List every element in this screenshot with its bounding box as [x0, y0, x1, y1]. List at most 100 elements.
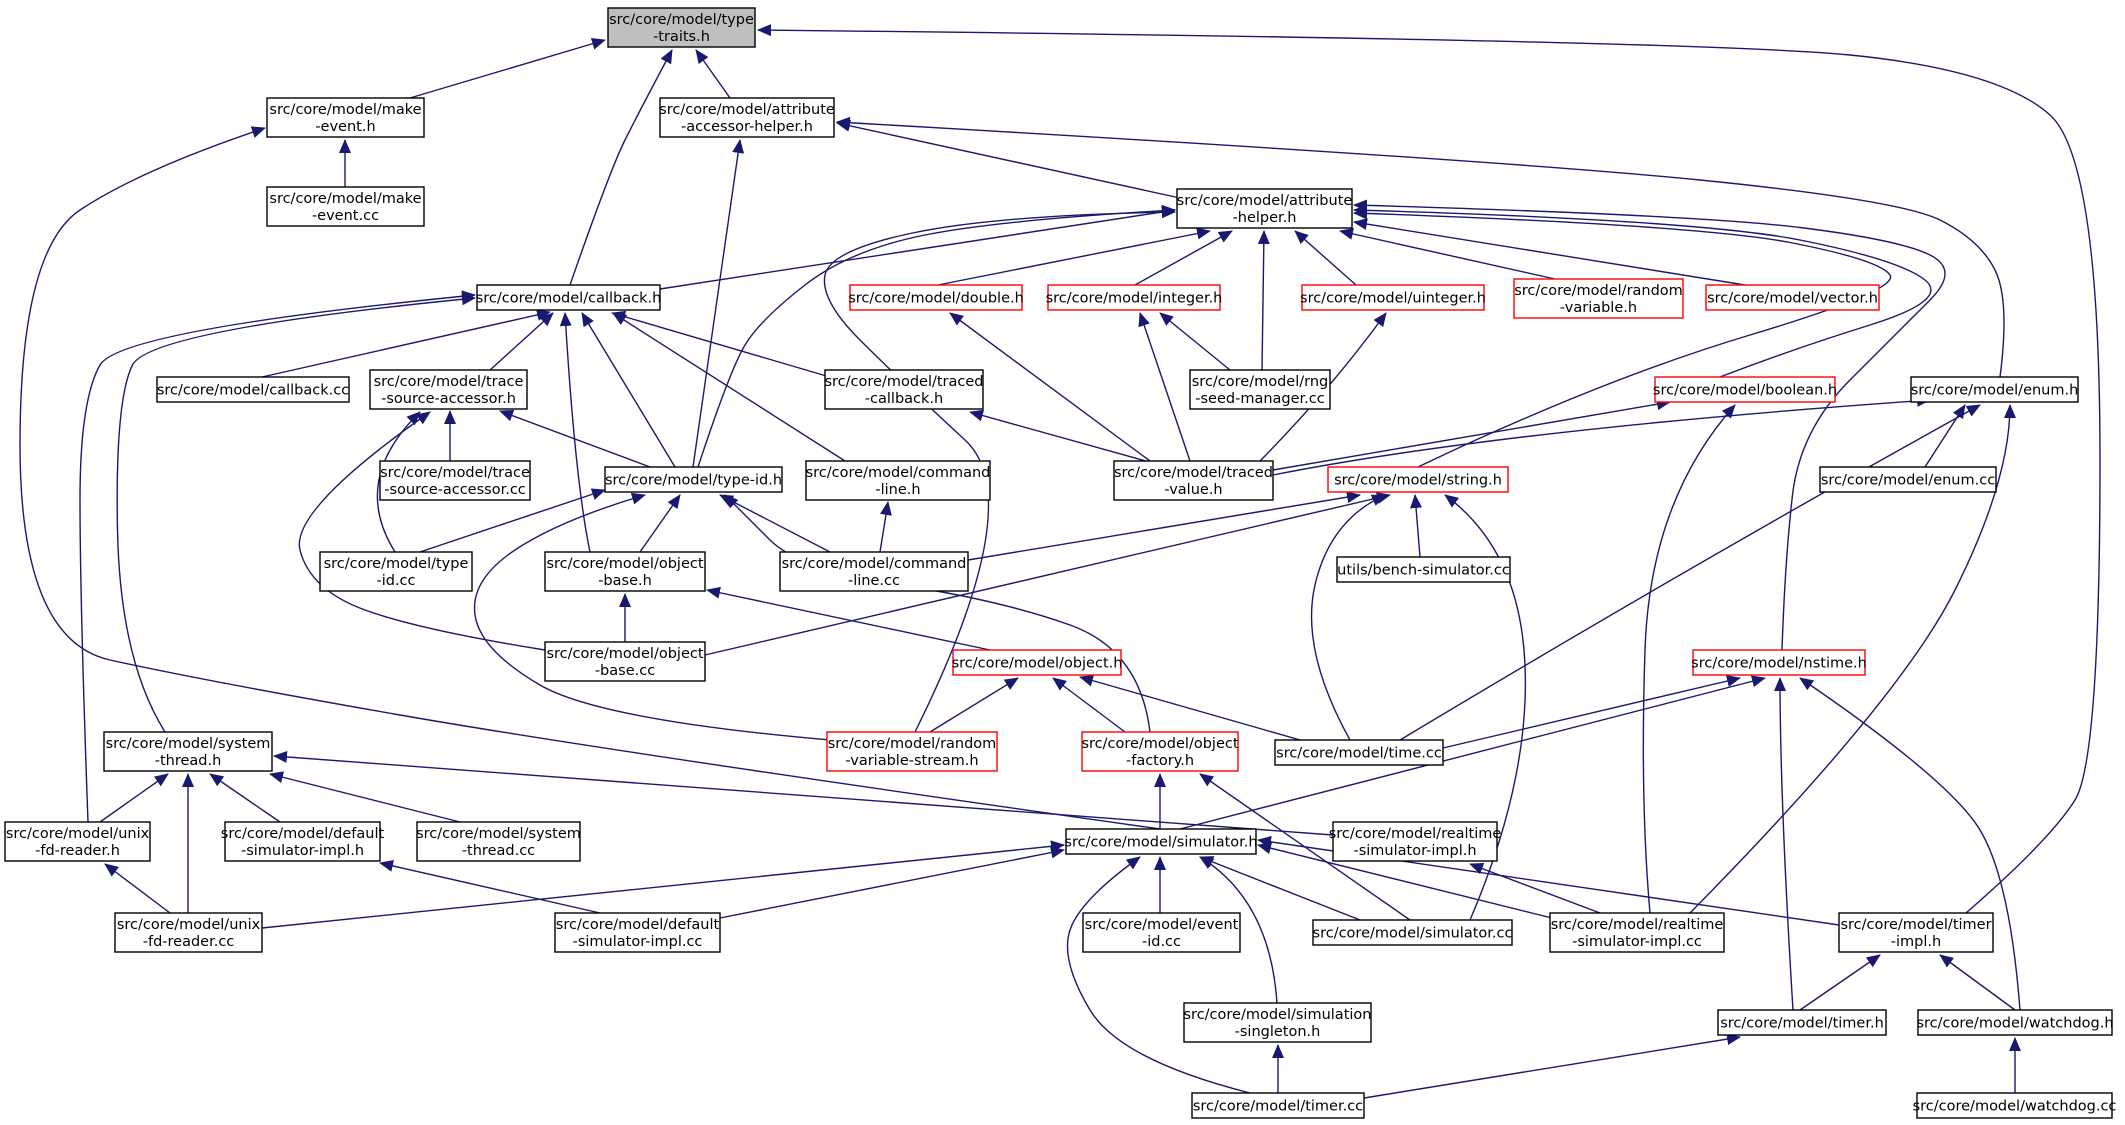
node-type-traits-h[interactable]: src/core/model/type-traits.h: [607, 7, 756, 48]
edge-line: [1272, 394, 1931, 476]
node-traced-callback-h[interactable]: src/core/model/traced-callback.h: [824, 369, 984, 410]
node-make-event-h[interactable]: src/core/model/make-event.h: [266, 97, 425, 138]
node-enum-cc[interactable]: src/core/model/enum.cc: [1819, 466, 1997, 493]
node-realtime-simulator-impl-cc[interactable]: src/core/model/realtime-simulator-impl.c…: [1549, 912, 1725, 953]
node-label-line: -traits.h: [653, 29, 710, 45]
node-label-line: src/core/model/type: [609, 12, 754, 28]
edge-line: [937, 227, 1211, 286]
node-callback-cc[interactable]: src/core/model/callback.cc: [156, 376, 350, 403]
node-label-line: src/core/model/callback.h: [476, 291, 662, 307]
node-label-line: -simulator-impl.cc: [573, 934, 703, 950]
edge-line: [1199, 856, 1278, 1004]
node-label-line: src/core/model/attribute: [659, 102, 835, 118]
node-box: [1916, 1092, 2113, 1119]
node-label-line: src/core/model/type: [324, 556, 469, 572]
edge-line: [1444, 494, 1527, 921]
node-box: [779, 551, 969, 592]
node-random-variable-h[interactable]: src/core/model/random-variable.h: [1513, 278, 1684, 319]
edge-command-line-h-to-callback-h: [612, 312, 846, 462]
node-type-id-cc[interactable]: src/core/model/type-id.cc: [319, 551, 473, 592]
node-make-event-cc[interactable]: src/core/model/make-event.cc: [266, 186, 425, 227]
node-command-line-cc[interactable]: src/core/model/command-line.cc: [779, 551, 969, 592]
node-enum-h[interactable]: src/core/model/enum.h: [1910, 376, 2079, 403]
node-traced-value-h[interactable]: src/core/model/traced-value.h: [1113, 460, 1274, 501]
edge-line: [499, 409, 651, 468]
node-label-line: -event.h: [315, 119, 375, 135]
node-trace-source-accessor-h[interactable]: src/core/model/trace-source-accessor.h: [369, 369, 528, 410]
node-callback-h[interactable]: src/core/model/callback.h: [476, 284, 662, 311]
edge-line: [823, 206, 1176, 733]
node-watchdog-h[interactable]: src/core/model/watchdog.h: [1916, 1009, 2114, 1036]
node-default-simulator-impl-h[interactable]: src/core/model/default-simulator-impl.h: [221, 821, 385, 862]
node-double-h[interactable]: src/core/model/double.h: [848, 284, 1024, 311]
node-time-cc[interactable]: src/core/model/time.cc: [1274, 739, 1444, 766]
node-label-line: -helper.h: [1233, 210, 1297, 226]
node-system-thread-h[interactable]: src/core/model/system-thread.h: [103, 731, 273, 772]
edge-line: [376, 411, 421, 553]
node-object-base-h[interactable]: src/core/model/object-base.h: [544, 551, 706, 592]
edge-simulator-h-to-make-event-h: [19, 126, 1161, 830]
node-system-thread-cc[interactable]: src/core/model/system-thread.cc: [416, 821, 581, 862]
node-box: [1176, 188, 1353, 229]
node-label-line: src/core/model/make: [269, 102, 421, 118]
node-type-id-h[interactable]: src/core/model/type-id.h: [604, 466, 783, 493]
edge-default-simulator-impl-cc-to-default-simulator-impl-h: [379, 860, 601, 914]
node-box: [1332, 821, 1498, 862]
node-nstime-h[interactable]: src/core/model/nstime.h: [1691, 649, 1867, 676]
edge-line: [695, 49, 731, 99]
node-default-simulator-impl-cc[interactable]: src/core/model/default-simulator-impl.cc: [554, 912, 721, 953]
node-simulator-cc[interactable]: src/core/model/simulator.cc: [1312, 919, 1513, 946]
node-box: [114, 912, 263, 953]
edge-line: [659, 206, 1176, 290]
node-random-variable-stream-h[interactable]: src/core/model/random-variable-stream.h: [826, 731, 998, 772]
edge-bench-simulator-cc-to-string-h: [1410, 494, 1423, 558]
node-boolean-h[interactable]: src/core/model/boolean.h: [1653, 376, 1837, 403]
node-integer-h[interactable]: src/core/model/integer.h: [1046, 284, 1223, 311]
node-rng-seed-manager-cc[interactable]: src/core/model/rng-seed-manager.cc: [1189, 369, 1331, 410]
node-label-line: src/core/model/traced: [824, 374, 983, 390]
node-box: [1910, 376, 2079, 403]
node-timer-impl-h[interactable]: src/core/model/timer-impl.h: [1838, 912, 1994, 953]
node-bench-simulator-cc[interactable]: utils/bench-simulator.cc: [1336, 556, 1511, 583]
edge-uinteger-h-to-attribute-helper-h: [1294, 230, 1357, 286]
edge-line: [1363, 1033, 1741, 1099]
node-unix-fd-reader-cc[interactable]: src/core/model/unix-fd-reader.cc: [114, 912, 263, 953]
node-label-line: src/core/model/enum.cc: [1821, 473, 1995, 489]
node-attribute-accessor-helper-h[interactable]: src/core/model/attribute-accessor-helper…: [659, 97, 835, 138]
edge-line: [209, 773, 281, 823]
edge-line: [969, 409, 1161, 466]
node-label-line: src/core/model/integer.h: [1046, 291, 1223, 307]
node-vector-h[interactable]: src/core/model/vector.h: [1705, 284, 1880, 311]
node-simulator-h[interactable]: src/core/model/simulator.h: [1064, 828, 1258, 855]
node-label-line: -variable.h: [1560, 300, 1637, 316]
edge-object-h-to-object-base-h: [706, 586, 991, 651]
node-label-line: -fd-reader.cc: [143, 934, 235, 950]
node-timer-h[interactable]: src/core/model/timer.h: [1717, 1009, 1887, 1036]
node-box: [1189, 369, 1331, 410]
node-label-line: src/core/model/time.cc: [1276, 746, 1442, 762]
node-realtime-simulator-impl-h[interactable]: src/core/model/realtime-simulator-impl.h: [1329, 821, 1502, 862]
node-label-line: -thread.h: [155, 753, 222, 769]
node-object-h[interactable]: src/core/model/object.h: [952, 649, 1123, 676]
node-unix-fd-reader-h[interactable]: src/core/model/unix-fd-reader.h: [4, 821, 151, 862]
node-command-line-h[interactable]: src/core/model/command-line.h: [805, 460, 991, 501]
edge-default-simulator-impl-cc-to-simulator-h: [719, 846, 1065, 919]
node-label-line: -simulator-impl.h: [241, 843, 364, 859]
node-string-h[interactable]: src/core/model/string.h: [1327, 466, 1509, 493]
edge-trace-source-accessor-h-to-callback-h: [489, 312, 554, 371]
node-attribute-helper-h[interactable]: src/core/model/attribute-helper.h: [1176, 188, 1353, 229]
node-object-base-cc[interactable]: src/core/model/object-base.cc: [544, 641, 706, 682]
node-uinteger-h[interactable]: src/core/model/uinteger.h: [1300, 284, 1486, 311]
node-label-line: src/core/model/simulation: [1184, 1007, 1372, 1023]
node-simulation-singleton-h[interactable]: src/core/model/simulation-singleton.h: [1183, 1002, 1372, 1043]
node-event-id-cc[interactable]: src/core/model/event-id.cc: [1082, 912, 1241, 953]
node-watchdog-cc[interactable]: src/core/model/watchdog.cc: [1913, 1092, 2117, 1119]
node-timer-cc[interactable]: src/core/model/timer.cc: [1191, 1092, 1365, 1119]
node-box: [544, 551, 706, 592]
edge-realtime-simulator-impl-cc-to-boolean-h: [1642, 404, 1736, 914]
node-trace-source-accessor-cc[interactable]: src/core/model/trace-source-accessor.cc: [379, 460, 531, 501]
node-object-factory-h[interactable]: src/core/model/object-factory.h: [1081, 731, 1239, 772]
edge-line: [1159, 312, 1231, 371]
node-label-line: src/core/model/type-id.h: [605, 473, 782, 489]
node-box: [1917, 1009, 2113, 1036]
